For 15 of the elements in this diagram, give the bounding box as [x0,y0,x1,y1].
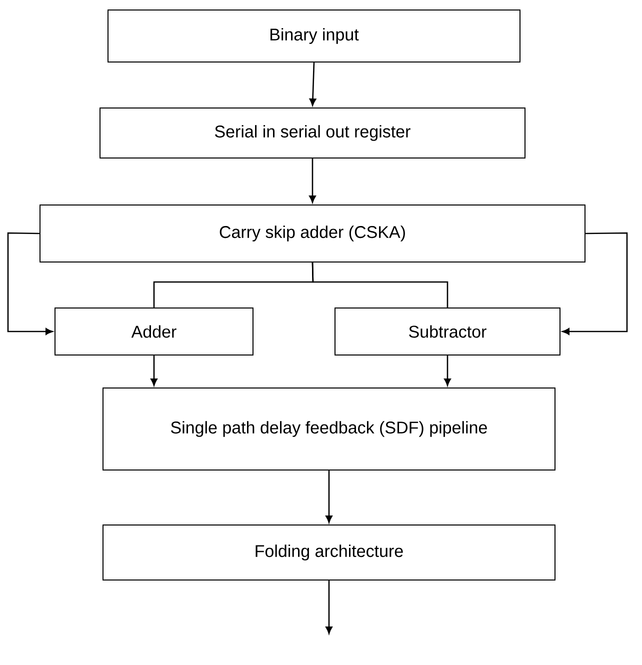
arrow [309,158,316,203]
arrow [309,62,316,106]
arrow [444,356,451,386]
arrow [150,356,158,386]
arrow [326,580,332,634]
process-box: Serial in serial out register [100,108,526,158]
process-box: Binary input [108,10,520,62]
arrow [326,470,332,523]
process-box: Subtractor [334,308,560,356]
process-box: Single path delay feedback (SDF) pipeline [102,388,556,470]
process-box: Carry skip adder (CSKA) [40,204,586,262]
arrow [7,232,53,335]
process-box: Adder [54,308,254,356]
arrow [562,232,628,335]
process-box: Folding architecture [102,524,556,580]
